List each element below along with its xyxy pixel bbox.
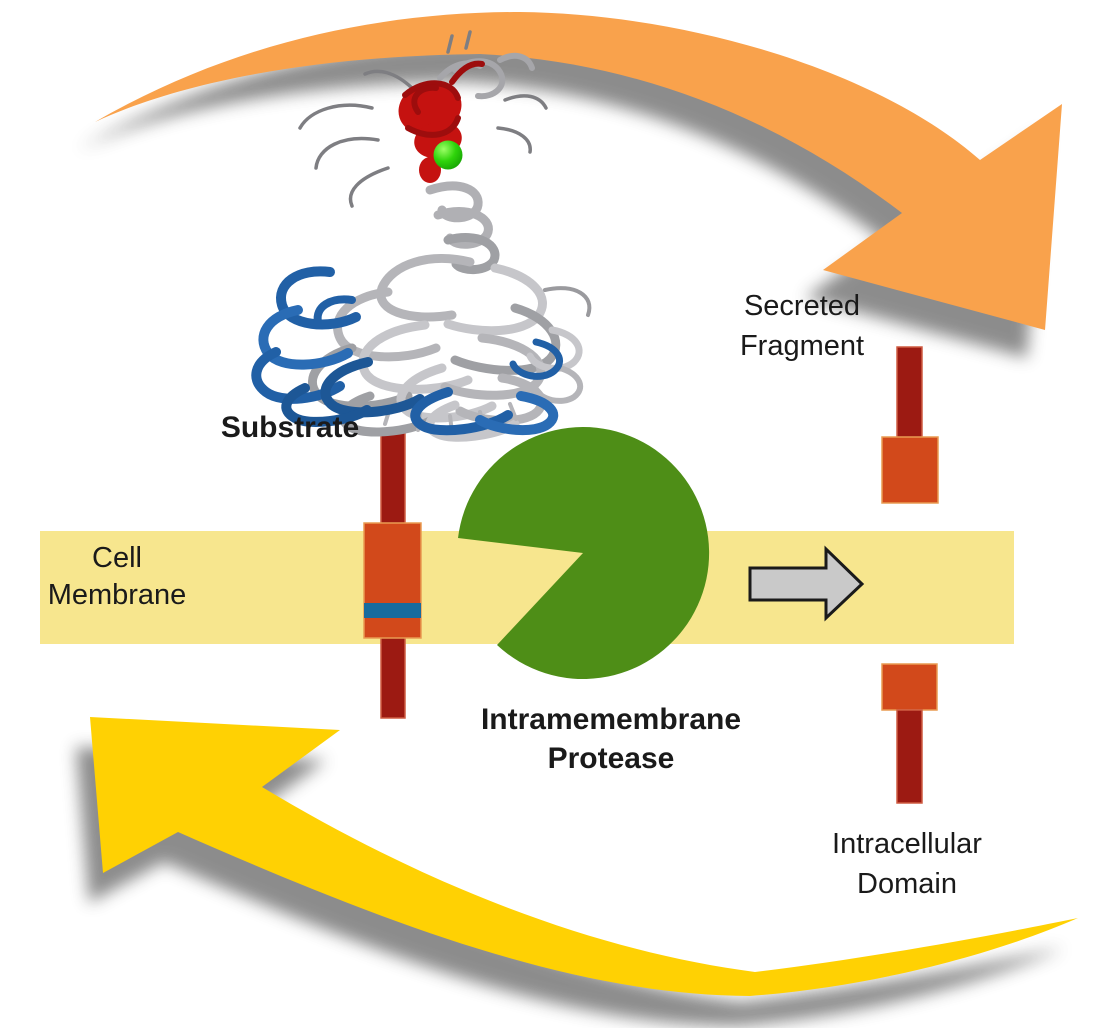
substrate-structure <box>251 30 592 442</box>
substrate-tm-domain <box>363 522 422 639</box>
green-sphere <box>433 140 463 170</box>
secreted-fragment-label-line2: Fragment <box>739 330 865 362</box>
protease-label-line1: Intramemembrane <box>480 703 742 736</box>
protease-label-line2: Protease <box>547 742 675 775</box>
cycle-arrow-top <box>95 12 1062 330</box>
protease-pacman <box>458 427 710 680</box>
intracellular-domain-label-line2: Domain <box>857 868 957 900</box>
intracellular-tm <box>881 663 938 711</box>
cell-membrane-label-line1: Cell <box>92 542 142 574</box>
cell-membrane-label: Cell Membrane <box>48 540 187 614</box>
cell-membrane-label-line2: Membrane <box>47 579 187 611</box>
intracellular-domain-label-line1: Intracellular <box>832 828 982 860</box>
protease-label: Intramemembrane Protease <box>481 700 741 778</box>
release-arrow <box>748 545 865 622</box>
secreted-fragment-label: Secreted Fragment <box>740 286 864 366</box>
secreted-fragment-label-line1: Secreted <box>743 290 861 322</box>
cleavage-site-stripe <box>364 603 421 618</box>
secreted-fragment-tm <box>881 436 939 504</box>
intracellular-tail <box>896 709 923 804</box>
secreted-fragment-tail <box>896 346 923 440</box>
ribbon-blue-bundle <box>251 266 563 436</box>
substrate-label: Substrate <box>221 408 359 447</box>
ribbon-whiskers <box>298 30 548 208</box>
ribbon-stalk <box>425 181 500 274</box>
intracellular-domain-label: Intracellular Domain <box>832 824 982 904</box>
substrate-label-text: Substrate <box>220 411 360 444</box>
secreted-fragment-shape <box>881 346 939 504</box>
intracellular-domain-shape <box>881 663 938 804</box>
